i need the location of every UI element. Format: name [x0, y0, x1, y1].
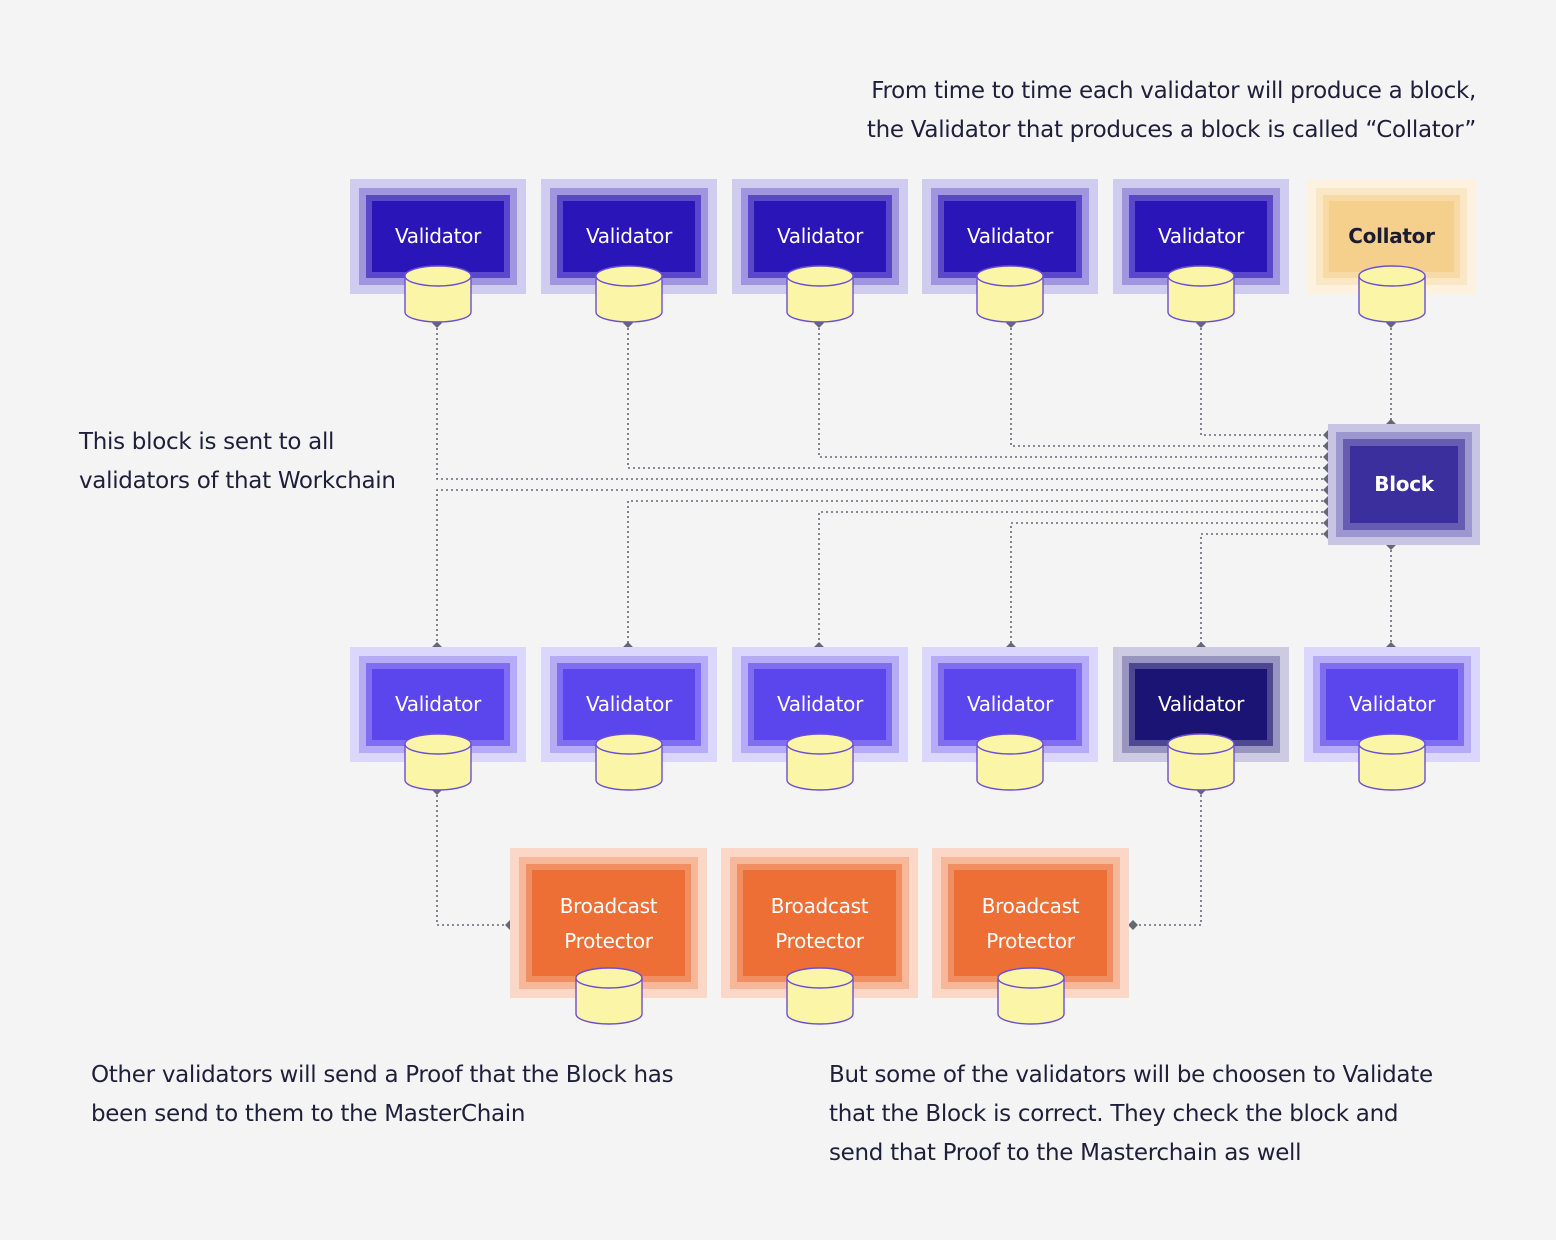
validator-label: Validator — [394, 692, 482, 716]
storage-cylinder-icon — [1357, 265, 1426, 323]
connector-line — [818, 323, 1328, 458]
validation-note-line: But some of the validators will be choos… — [829, 1062, 1433, 1088]
broadcast-note-line: validators of that Workchain — [79, 468, 396, 494]
validator-label: Validator — [776, 224, 864, 248]
collator-note-line: the Validator that produces a block is c… — [866, 117, 1476, 143]
validation-note: But some of the validators will be choos… — [829, 1056, 1433, 1173]
connector-dot — [1128, 920, 1138, 930]
storage-cylinder-icon — [785, 967, 854, 1025]
protector-label-line2: Protector — [775, 929, 864, 953]
storage-cylinder-icon — [595, 265, 663, 323]
collator-label: Collator — [1348, 224, 1435, 248]
validation-note-line: send that Proof to the Masterchain as we… — [829, 1140, 1302, 1166]
validator-node: Validator — [732, 647, 908, 791]
validator-node: Validator — [922, 647, 1098, 791]
storage-cylinder-icon — [786, 265, 854, 323]
selected-validator-node: Validator — [1113, 647, 1289, 791]
validator-node: Validator — [350, 647, 526, 791]
protector-label-line1: Broadcast — [559, 894, 658, 918]
block-node: Block — [1328, 424, 1480, 545]
connector-line — [1200, 323, 1328, 436]
frame-layer — [372, 669, 504, 740]
validator-label: Validator — [394, 224, 482, 248]
validator-node: Validator — [541, 179, 717, 323]
validator-label: Validator — [1157, 224, 1245, 248]
validator-label: Validator — [966, 692, 1054, 716]
block-label: Block — [1374, 472, 1434, 496]
validator-label: Validator — [585, 224, 673, 248]
validator-label: Validator — [776, 692, 864, 716]
storage-cylinder-icon — [1167, 265, 1235, 323]
storage-cylinder-icon — [976, 265, 1044, 323]
storage-cylinder-icon — [786, 733, 854, 791]
frame-layer — [1135, 201, 1267, 272]
connector-line — [818, 511, 1328, 647]
storage-cylinder-icon — [574, 967, 643, 1025]
protector-label-line2: Protector — [564, 929, 653, 953]
connector-line — [1010, 522, 1328, 647]
storage-cylinder-icon — [1167, 733, 1235, 791]
broadcast-note: This block is sent to all validators of … — [79, 423, 396, 501]
validator-label: Validator — [1348, 692, 1436, 716]
frame-layer — [1326, 669, 1458, 740]
validator-node: Validator — [732, 179, 908, 323]
collator-node: Collator — [1307, 179, 1476, 323]
collator-note: From time to time each validator will pr… — [790, 72, 1476, 150]
broadcast-note-line: This block is sent to all — [79, 429, 335, 455]
validator-label: Validator — [585, 692, 673, 716]
connector-line — [627, 323, 1328, 469]
collator-note-line: From time to time each validator will pr… — [871, 78, 1476, 104]
frame-layer — [563, 669, 695, 740]
frame-layer — [754, 201, 886, 272]
connector-line — [436, 323, 1328, 480]
frame-layer — [1329, 201, 1454, 272]
protector-label-line2: Protector — [986, 929, 1075, 953]
connector-line — [1129, 790, 1202, 926]
proof-note: Other validators will send a Proof that … — [91, 1056, 674, 1134]
storage-cylinder-icon — [1358, 733, 1426, 791]
frame-layer — [372, 201, 504, 272]
validator-node: Validator — [541, 647, 717, 791]
frame-layer — [743, 870, 896, 976]
storage-cylinder-icon — [404, 265, 472, 323]
validator-node: Validator — [1304, 647, 1480, 791]
connector-line — [1200, 533, 1328, 647]
frame-layer — [1135, 669, 1267, 740]
connector-line — [1010, 323, 1328, 447]
storage-cylinder-icon — [404, 733, 472, 791]
frame-layer — [1350, 446, 1458, 523]
validator-node: Validator — [350, 179, 526, 323]
validator-node: Validator — [1113, 179, 1289, 323]
validation-note-line: that the Block is correct. They check th… — [829, 1101, 1399, 1127]
connector-line — [436, 489, 1328, 647]
protector-label-line1: Broadcast — [770, 894, 869, 918]
frame-layer — [954, 870, 1107, 976]
connector-line — [627, 500, 1328, 647]
storage-cylinder-icon — [996, 967, 1065, 1025]
validator-node: Validator — [922, 179, 1098, 323]
validator-label: Validator — [966, 224, 1054, 248]
proof-note-line: been send to them to the MasterChain — [91, 1101, 526, 1127]
frame-layer — [754, 669, 886, 740]
storage-cylinder-icon — [595, 733, 663, 791]
frame-layer — [563, 201, 695, 272]
proof-note-line: Other validators will send a Proof that … — [91, 1062, 674, 1088]
frame-layer — [944, 669, 1076, 740]
storage-cylinder-icon — [976, 733, 1044, 791]
frame-layer — [532, 870, 685, 976]
protector-label-line1: Broadcast — [981, 894, 1080, 918]
connector-line — [436, 790, 510, 926]
frame-layer — [944, 201, 1076, 272]
validator-label: Validator — [1157, 692, 1245, 716]
